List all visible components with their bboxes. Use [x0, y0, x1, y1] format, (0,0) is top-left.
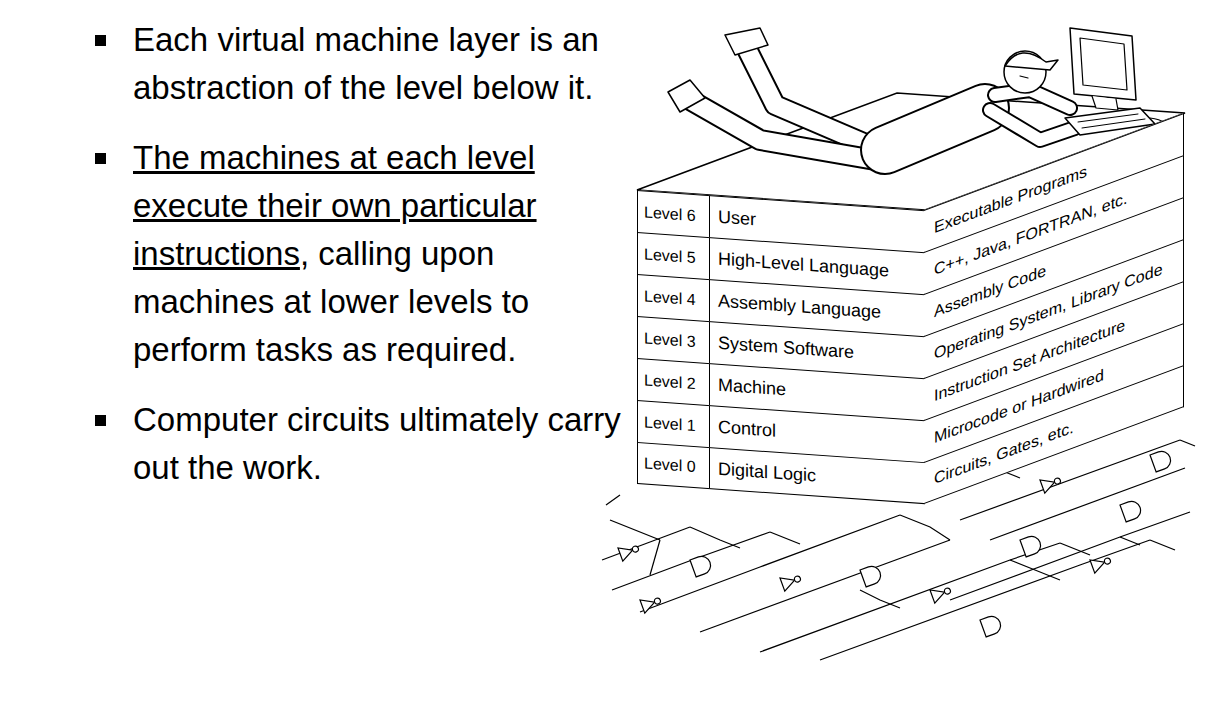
level-number-cell: Level 2 [638, 359, 710, 405]
bullet-list: Each virtual machine layer is an abstrac… [133, 16, 628, 514]
level-name: Digital Logic [718, 458, 816, 486]
level-number: Level 4 [644, 287, 696, 309]
bullet-text: Each virtual machine layer is an abstrac… [133, 21, 599, 106]
level-name: System Software [718, 333, 854, 364]
level-number-cell: Level 4 [638, 275, 710, 321]
level-number-cell: Level 1 [638, 401, 710, 447]
level-name: User [718, 207, 756, 231]
level-number: Level 6 [644, 203, 696, 225]
bullet-marker [95, 415, 106, 426]
bullet-marker [95, 35, 106, 46]
level-name: High-Level Language [718, 249, 889, 282]
bullet-item: Computer circuits ultimately carry out t… [133, 396, 628, 492]
level-number-cell: Level 6 [638, 191, 710, 237]
level-name: Control [718, 417, 776, 442]
level-number-cell: Level 3 [638, 317, 710, 363]
circuit-wires [602, 440, 1195, 660]
level-number: Level 0 [644, 454, 696, 476]
level-number: Level 1 [644, 413, 696, 435]
bullet-item: The machines at each level execute their… [133, 134, 628, 374]
level-number: Level 3 [644, 329, 696, 351]
bullet-item: Each virtual machine layer is an abstrac… [133, 16, 628, 112]
level-number-cell: Level 5 [638, 233, 710, 279]
user-figure [668, 28, 1177, 160]
level-number-cell: Level 0 [638, 443, 710, 488]
level-number: Level 5 [644, 245, 696, 267]
level-name: Machine [718, 375, 786, 401]
level-name: Assembly Language [718, 291, 881, 323]
bullet-text: Computer circuits ultimately carry out t… [133, 401, 621, 486]
bullet-marker [95, 153, 106, 164]
level-number: Level 2 [644, 371, 696, 393]
